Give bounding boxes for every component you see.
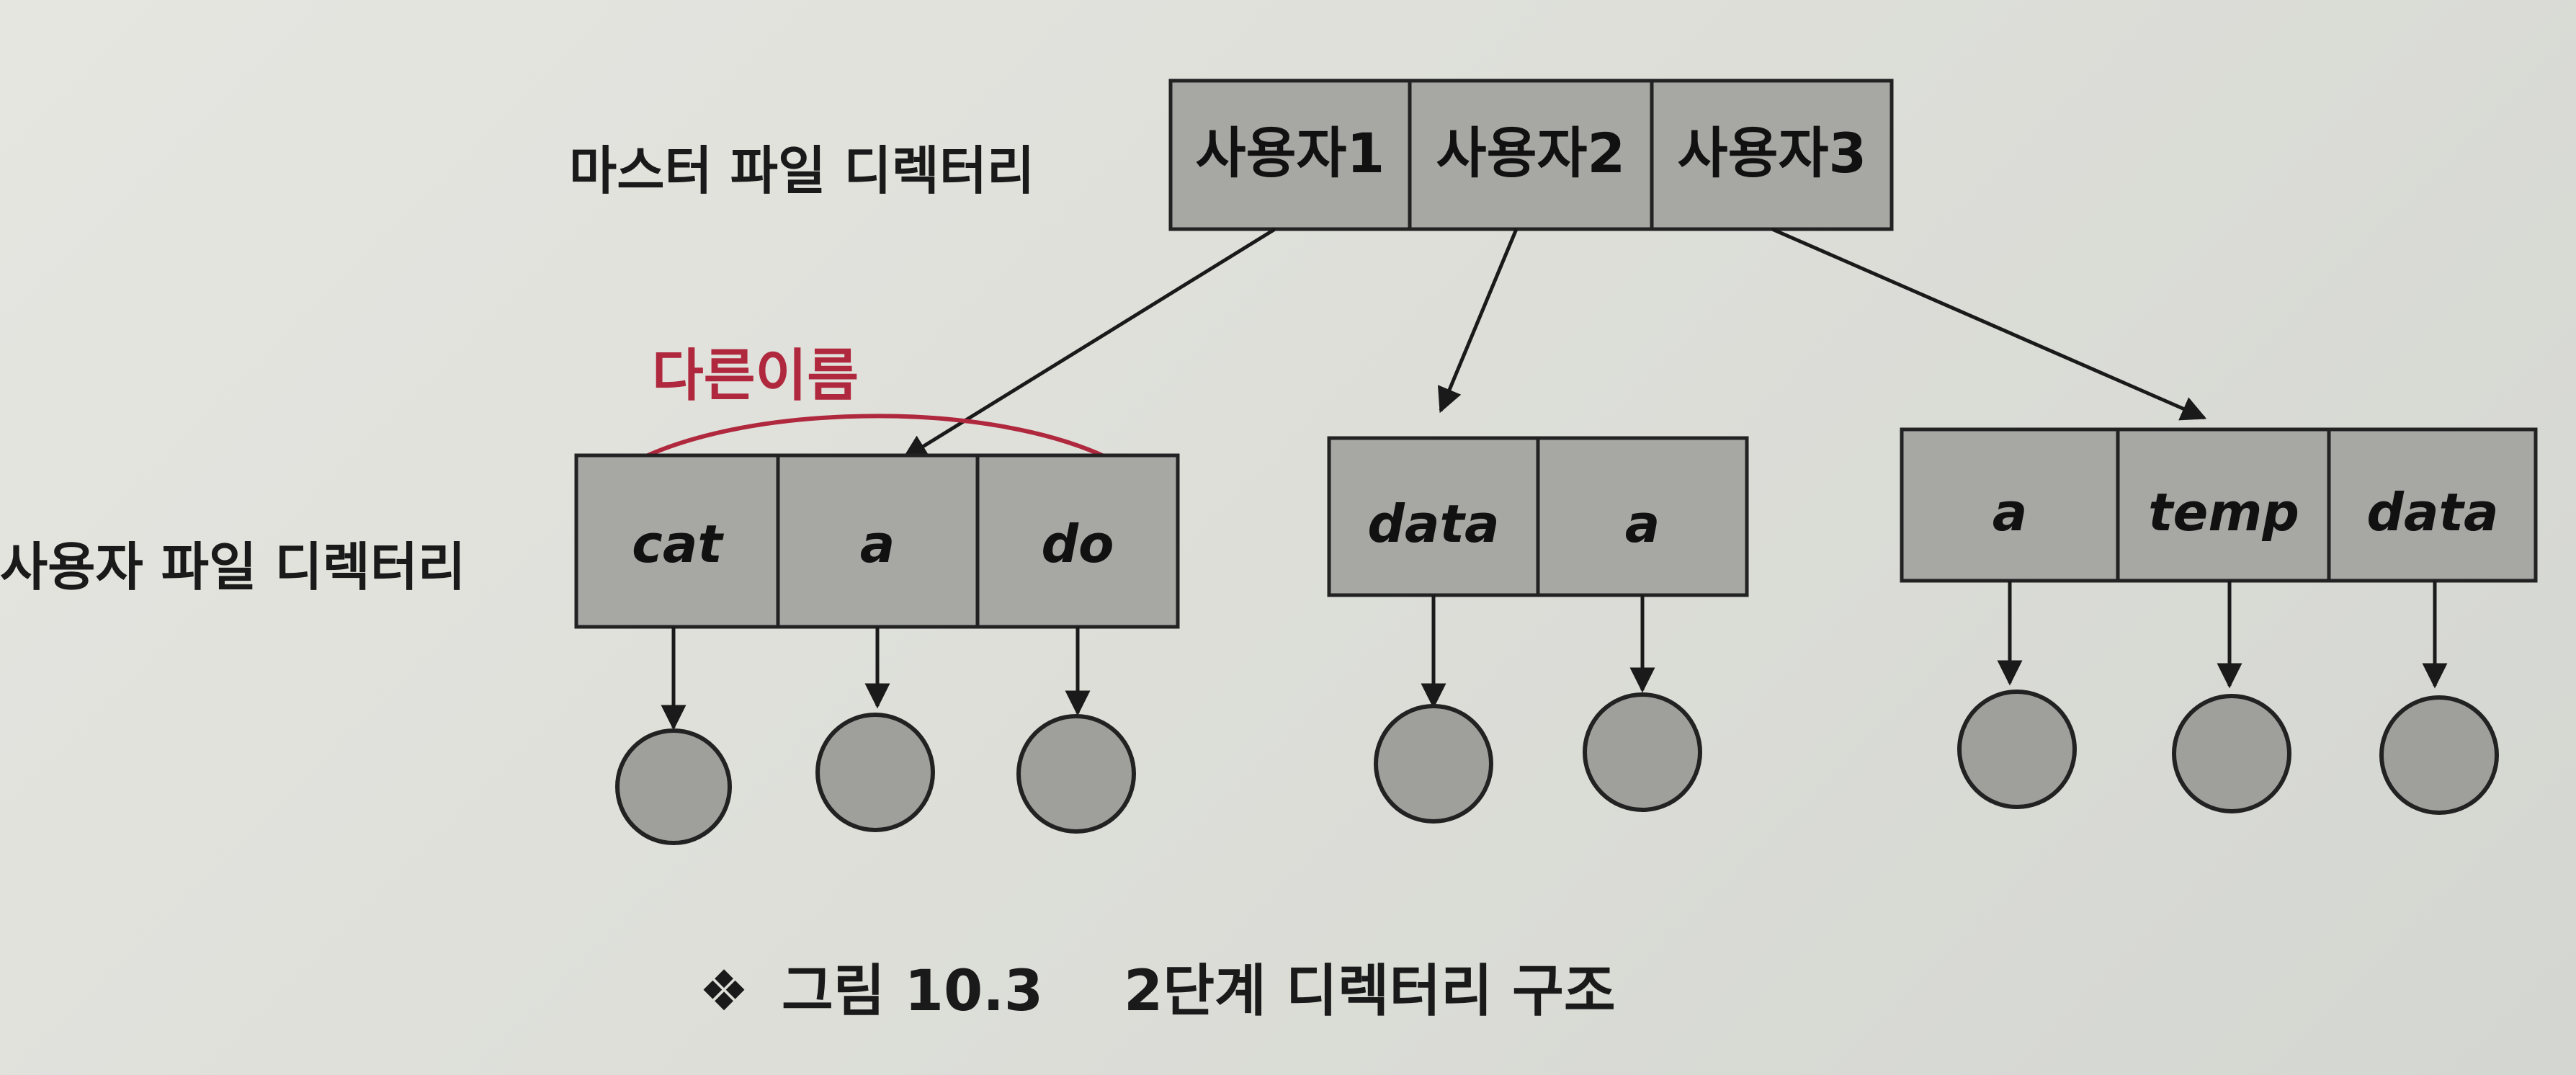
- master-directory: 사용자1 사용자2 사용자3: [1168, 79, 1894, 231]
- caption-symbol: ❖: [699, 959, 749, 1024]
- user3-cell-a: [1900, 427, 2120, 583]
- figure-caption: ❖ 그림 10.3 2단계 디렉터리 구조: [699, 959, 1616, 1024]
- user3-cell-data-label: data: [2366, 482, 2498, 543]
- master-cell-3: [1650, 79, 1894, 231]
- user3-cell-temp: [2116, 427, 2331, 583]
- edge-master-to-user1: [902, 227, 1276, 460]
- file-node-a2: [1583, 692, 1702, 812]
- user3-cell-data: [2327, 427, 2538, 583]
- user1-cell-do-label: do: [1041, 514, 1114, 574]
- master-directory-label: 마스터 파일 디렉터리: [569, 140, 1034, 201]
- file-node-data: [1374, 704, 1493, 824]
- user-directory-label: 사용자 파일 디렉터리: [0, 537, 465, 597]
- file-node-do: [1016, 714, 1136, 834]
- caption-title: 2단계 디렉터리 구조: [1124, 959, 1616, 1024]
- user2-cell-a: [1536, 436, 1749, 597]
- caption-figure-number: 그림 10.3: [782, 959, 1043, 1024]
- annotation-text: 다른이름: [652, 344, 859, 409]
- master-cell-3-label: 사용자3: [1678, 121, 1867, 185]
- user2-cell-a-label: a: [1625, 494, 1660, 554]
- file-node-cat: [615, 728, 732, 845]
- user-directory-3: a temp data: [1900, 427, 2538, 583]
- file-node-a3: [1957, 690, 2077, 809]
- user-directory-2: data a: [1327, 436, 1749, 597]
- master-cell-2: [1408, 79, 1654, 231]
- edge-master-to-user2: [1437, 228, 1519, 414]
- user1-cell-cat-label: cat: [632, 514, 724, 574]
- user3-cell-a-label: a: [1993, 482, 2028, 543]
- user3-cell-temp-label: temp: [2148, 482, 2299, 543]
- file-node-temp: [2172, 694, 2291, 813]
- user-directory-1: cat a do: [574, 453, 1180, 629]
- master-cell-1: [1168, 79, 1412, 231]
- master-cell-1-label: 사용자1: [1196, 121, 1385, 185]
- user2-cell-data-label: data: [1367, 494, 1499, 554]
- file-node-data3: [2379, 695, 2499, 815]
- user1-cell-a-label: a: [860, 514, 895, 574]
- edge-master-to-user3: [1771, 227, 2207, 421]
- user1-cell-do: [975, 453, 1180, 629]
- master-cell-2-label: 사용자2: [1436, 121, 1626, 185]
- file-node-a: [815, 713, 935, 832]
